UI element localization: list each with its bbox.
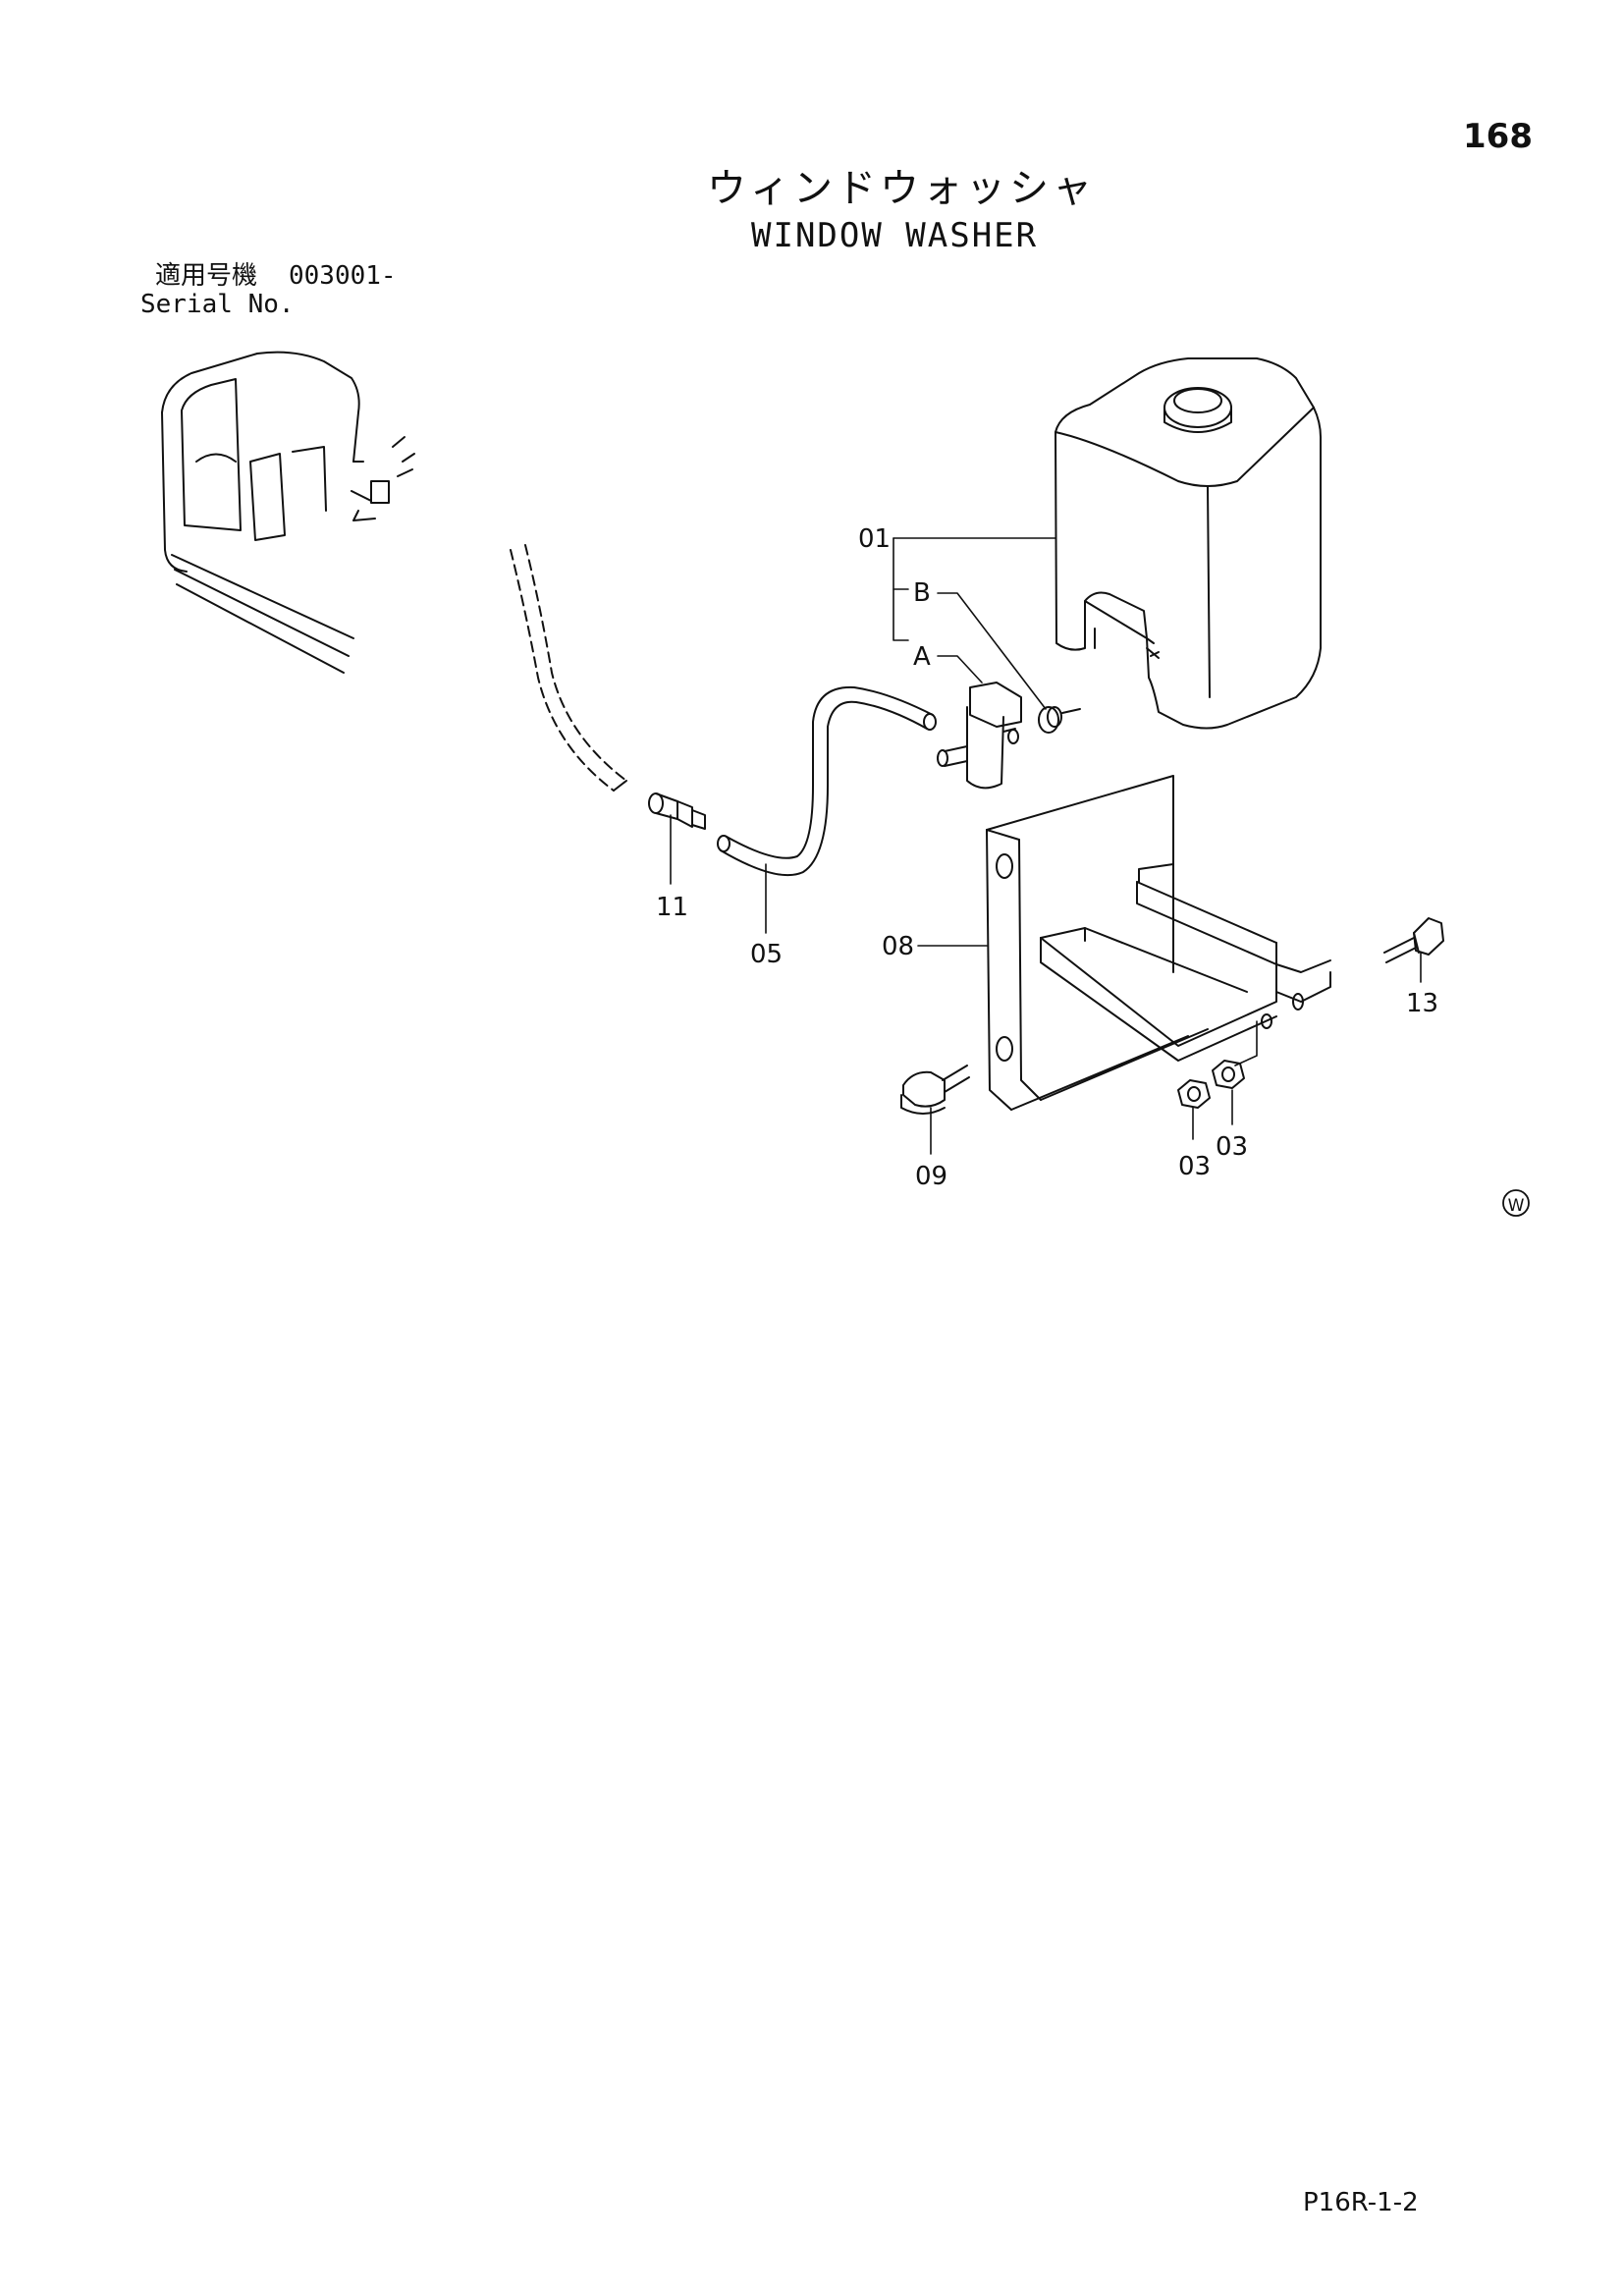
callout-08: 08 [882,932,914,961]
grommet-b [1038,706,1081,734]
circled-w-mark: W [1502,1189,1530,1217]
title-english: WINDOW WASHER [751,216,1039,255]
callout-03-left: 03 [1178,1152,1211,1181]
cab-illustration [161,351,415,674]
page-number: 168 [1463,117,1533,156]
bolt-13 [1383,917,1444,963]
serial-label-en: Serial No. [140,290,295,319]
serial-value: 003001- [289,261,397,291]
callout-a: A [913,642,931,672]
nut-03-left [1177,1079,1211,1109]
serial-label-ja: 適用号機 [155,261,258,291]
bracket-08 [986,775,1331,1111]
callout-b: B [913,578,931,608]
mark-letter: W [1508,1196,1525,1216]
nut-03-right [1212,1060,1245,1089]
footer-page-code: P16R-1-2 [1303,2188,1419,2217]
callout-01: 01 [858,524,891,554]
callout-05: 05 [750,940,783,969]
callout-09: 09 [915,1162,947,1191]
bolt-09 [900,1065,970,1115]
leader-lines [670,537,1422,1155]
pump-a [937,682,1022,790]
hose-05 [717,685,937,877]
fitting-11 [648,793,706,830]
washer-tank [1055,357,1322,730]
title-japanese: ウィンドウォッシャ [707,166,1096,211]
hose-upper [510,544,627,792]
callout-03-right: 03 [1216,1132,1248,1162]
callout-13: 13 [1406,989,1438,1018]
callout-11: 11 [656,893,688,922]
